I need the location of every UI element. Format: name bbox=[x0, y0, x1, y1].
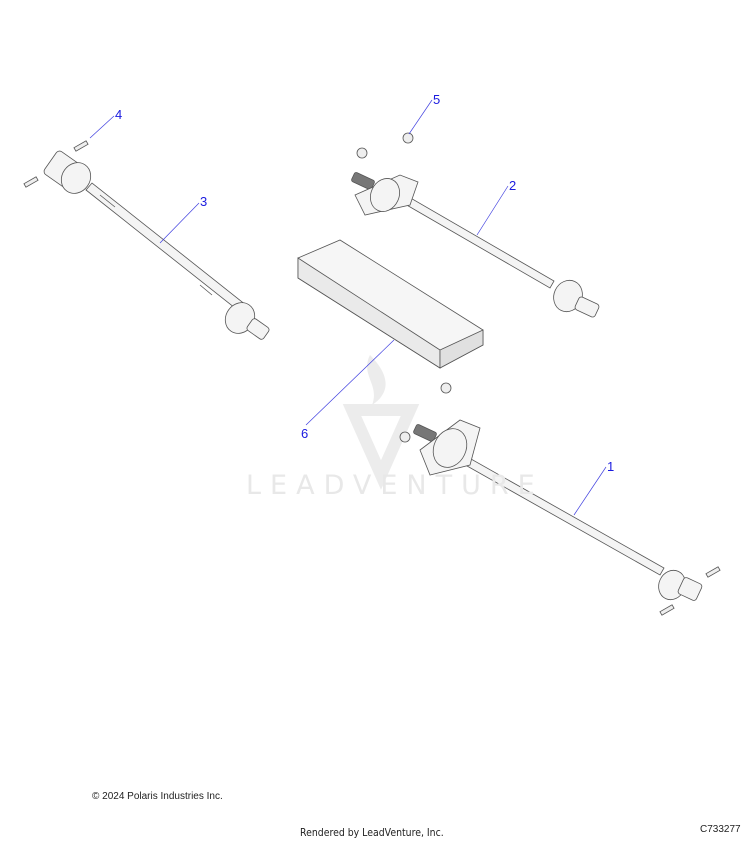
leadventure-watermark-logo bbox=[342, 355, 420, 490]
part-3-prop-shaft bbox=[43, 150, 270, 340]
callout-4[interactable]: 4 bbox=[115, 107, 123, 122]
copyright-text: © 2024 Polaris Industries Inc. bbox=[92, 791, 223, 802]
callout-2[interactable]: 2 bbox=[509, 178, 517, 193]
part-4-bolts bbox=[23, 140, 89, 188]
part-2-driveshaft bbox=[351, 172, 600, 318]
part-6-guard bbox=[297, 239, 484, 369]
callout-1[interactable]: 1 bbox=[607, 459, 615, 474]
callout-6[interactable]: 6 bbox=[301, 426, 309, 441]
part-1-driveshaft bbox=[399, 382, 721, 616]
callout-3[interactable]: 3 bbox=[200, 194, 208, 209]
diagram-id: C733277 bbox=[700, 824, 741, 835]
callout-5[interactable]: 5 bbox=[433, 92, 441, 107]
part-5-bolts bbox=[356, 132, 414, 159]
watermark-text: LEADVENTURE bbox=[246, 470, 544, 501]
rendered-by-text: Rendered by LeadVenture, Inc. bbox=[300, 826, 444, 839]
leader-lines bbox=[89, 99, 607, 516]
